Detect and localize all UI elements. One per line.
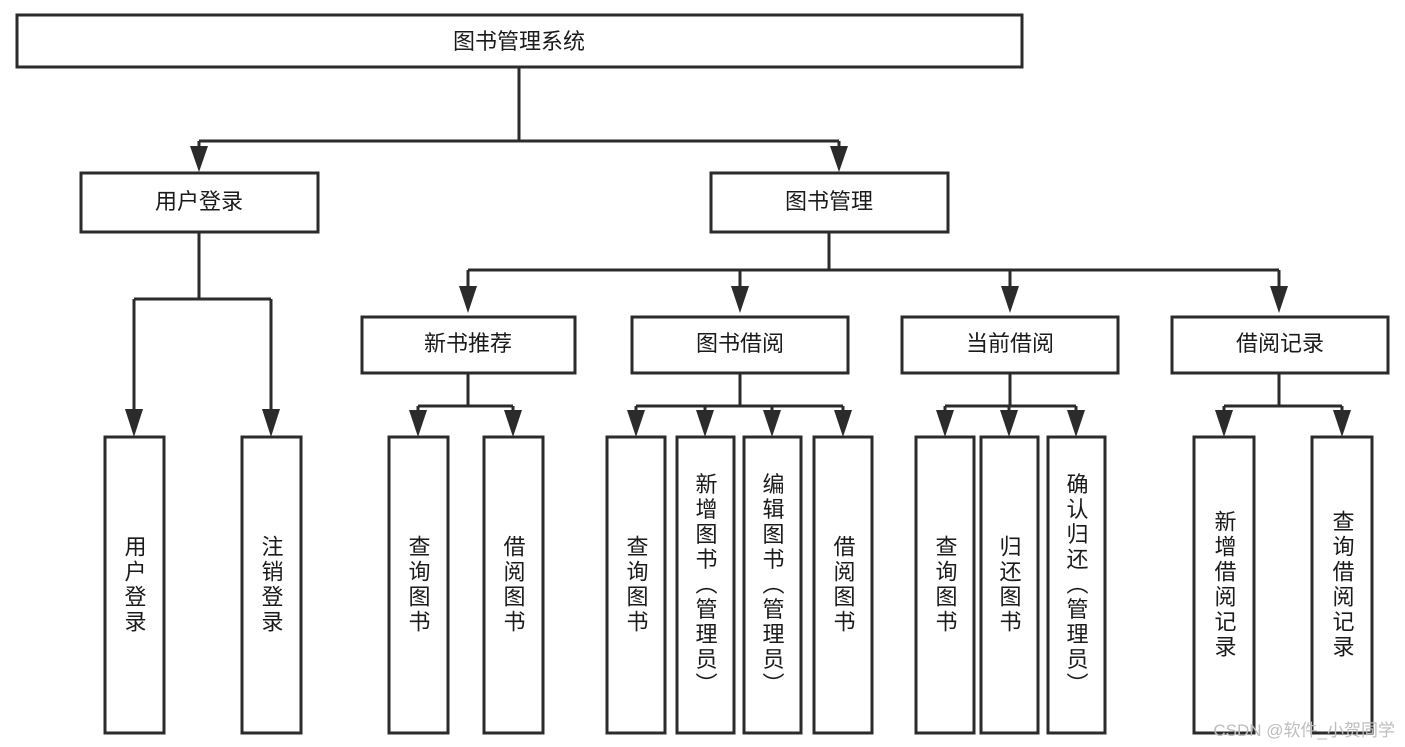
node-leaf-query-borrow-record-label: 查询借阅记录: [1330, 510, 1355, 660]
node-leaf-edit-book[interactable]: 编辑图书（管理员）: [742, 435, 803, 735]
connector-bookmgmt-to-level3: [459, 233, 1288, 313]
arrow-head-icon: [1067, 410, 1085, 437]
node-leaf-logout-label: 注销登录: [259, 535, 284, 635]
node-current-borrow-box[interactable]: [900, 315, 1120, 375]
node-borrow-record-box[interactable]: [1170, 315, 1390, 375]
node-leaf-return-book-label: 归还图书: [997, 535, 1022, 635]
arrow-head-icon: [409, 410, 427, 437]
node-book-borrow[interactable]: 图书借阅: [630, 315, 850, 375]
node-user-login-box[interactable]: [79, 171, 320, 234]
arrow-head-icon: [1215, 410, 1233, 437]
node-book-management-box[interactable]: [709, 171, 950, 234]
node-leaf-borrow-book[interactable]: 借阅图书: [812, 435, 874, 735]
node-current-borrow[interactable]: 当前借阅: [900, 315, 1120, 375]
node-book-borrow-label: 图书借阅: [696, 331, 784, 356]
connector-currentborrow-to-leaves: [936, 373, 1085, 437]
node-leaf-borrow-book-box[interactable]: [812, 435, 874, 735]
connector-bookborrow-to-leaves: [627, 373, 852, 437]
node-leaf-logout-box[interactable]: [240, 435, 303, 735]
connector-borrowrecord-to-leaves: [1215, 373, 1351, 437]
node-leaf-query-book-recommend-label: 查询图书: [406, 535, 431, 635]
node-leaf-return-book-box[interactable]: [979, 435, 1040, 735]
node-leaf-add-borrow-record[interactable]: 新增借阅记录: [1192, 435, 1256, 735]
node-leaf-add-book[interactable]: 新增图书（管理员）: [675, 435, 736, 735]
node-leaf-query-borrow-record-box[interactable]: [1310, 435, 1374, 735]
arrow-head-icon: [1000, 410, 1018, 437]
node-leaf-add-borrow-record-label: 新增借阅记录: [1212, 510, 1237, 660]
arrow-head-icon: [627, 410, 645, 437]
node-user-login-label: 用户登录: [155, 189, 243, 214]
node-current-borrow-label: 当前借阅: [966, 331, 1054, 356]
node-leaf-query-book-current-label: 查询图书: [933, 535, 958, 635]
node-leaf-edit-book-label: 编辑图书（管理员）: [760, 473, 785, 698]
arrow-head-icon: [834, 410, 852, 437]
node-leaf-add-borrow-record-box[interactable]: [1192, 435, 1256, 735]
watermark-text: CSDN @软件_小贺同学: [1213, 721, 1395, 740]
node-leaf-confirm-return[interactable]: 确认归还（管理员）: [1046, 435, 1107, 735]
arrow-head-icon: [936, 410, 954, 437]
node-leaf-logout[interactable]: 注销登录: [240, 435, 303, 735]
arrow-head-icon: [504, 410, 522, 437]
arrow-head-icon: [763, 410, 781, 437]
arrow-head-icon: [190, 146, 208, 172]
arrow-head-icon: [125, 409, 143, 437]
arrow-head-icon: [262, 409, 280, 437]
node-leaf-query-book-current[interactable]: 查询图书: [914, 435, 976, 735]
arrow-head-icon: [830, 146, 848, 172]
connector-newbook-to-leaves: [409, 373, 522, 437]
arrow-head-icon: [1333, 410, 1351, 437]
node-root-box[interactable]: [15, 13, 1024, 69]
node-user-login[interactable]: 用户登录: [79, 171, 320, 234]
node-leaf-user-login[interactable]: 用户登录: [103, 435, 166, 735]
node-new-book-recommend[interactable]: 新书推荐: [360, 315, 577, 375]
node-leaf-query-book-recommend-box[interactable]: [387, 435, 450, 735]
arrow-head-icon: [1270, 286, 1288, 313]
node-leaf-confirm-return-box[interactable]: [1046, 435, 1107, 735]
node-leaf-user-login-box[interactable]: [103, 435, 166, 735]
node-leaf-edit-book-box[interactable]: [742, 435, 803, 735]
node-leaf-query-book-borrow[interactable]: 查询图书: [605, 435, 667, 735]
node-leaf-return-book[interactable]: 归还图书: [979, 435, 1040, 735]
node-root[interactable]: 图书管理系统: [15, 13, 1024, 69]
node-leaf-query-book-current-box[interactable]: [914, 435, 976, 735]
arrow-head-icon: [696, 410, 714, 437]
node-borrow-record-label: 借阅记录: [1236, 331, 1324, 356]
connector-userlogin-to-leaves: [125, 233, 280, 437]
node-book-management-label: 图书管理: [785, 189, 873, 214]
node-leaf-borrow-book-label: 借阅图书: [831, 535, 856, 635]
arrow-head-icon: [731, 286, 749, 313]
node-leaf-add-book-label: 新增图书（管理员）: [693, 473, 718, 698]
connector-root-to-level2: [190, 67, 848, 172]
node-book-management[interactable]: 图书管理: [709, 171, 950, 234]
node-leaf-borrow-book-recommend-label: 借阅图书: [501, 535, 526, 635]
node-leaf-borrow-book-recommend[interactable]: 借阅图书: [482, 435, 545, 735]
node-leaf-query-borrow-record[interactable]: 查询借阅记录: [1310, 435, 1374, 735]
node-leaf-query-book-borrow-box[interactable]: [605, 435, 667, 735]
node-borrow-record[interactable]: 借阅记录: [1170, 315, 1390, 375]
node-leaf-query-book-borrow-label: 查询图书: [624, 535, 649, 635]
node-new-book-recommend-box[interactable]: [360, 315, 577, 375]
node-leaf-borrow-book-recommend-box[interactable]: [482, 435, 545, 735]
node-leaf-confirm-return-label: 确认归还（管理员）: [1064, 473, 1089, 698]
arrow-head-icon: [459, 286, 477, 313]
node-new-book-recommend-label: 新书推荐: [424, 331, 512, 356]
node-leaf-user-login-label: 用户登录: [122, 535, 147, 635]
arrow-head-icon: [1001, 286, 1019, 313]
node-book-borrow-box[interactable]: [630, 315, 850, 375]
node-leaf-add-book-box[interactable]: [675, 435, 736, 735]
node-root-label: 图书管理系统: [453, 29, 585, 54]
node-leaf-query-book-recommend[interactable]: 查询图书: [387, 435, 450, 735]
